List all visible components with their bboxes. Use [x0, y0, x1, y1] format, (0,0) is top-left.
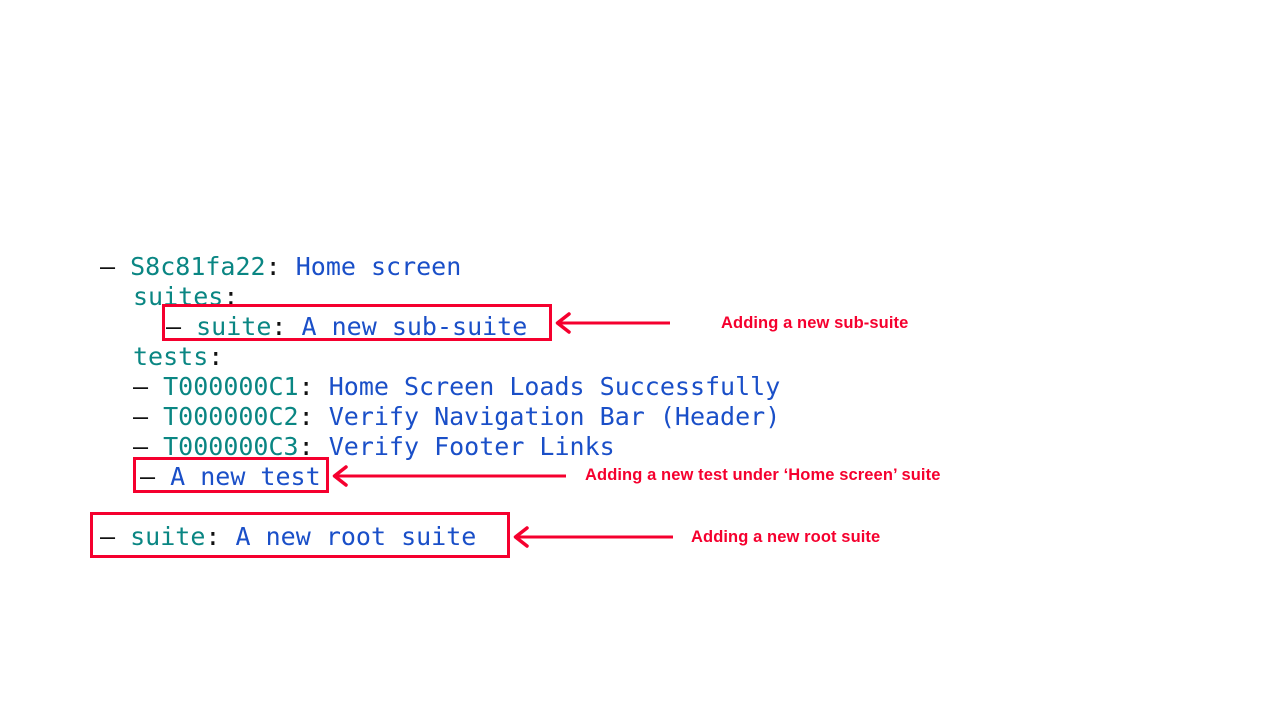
- tree-line-root-suite-home-screen: – S8c81fa22: Home screen: [100, 252, 461, 282]
- tree-line-colon: :: [208, 342, 224, 371]
- tree-line-key: T000000C3: [163, 432, 299, 461]
- tree-line-colon: :: [265, 252, 281, 281]
- arrow-left-icon: [555, 311, 670, 335]
- annotation-sub-suite-label: Adding a new sub-suite: [721, 314, 909, 332]
- tree-line-value: Home screen: [295, 252, 462, 281]
- tree-line-colon: :: [298, 432, 314, 461]
- tree-line-test-c3: – T000000C3: Verify Footer Links: [133, 432, 615, 462]
- tree-line-colon: :: [298, 402, 314, 431]
- tree-line-key: suite: [130, 522, 206, 551]
- annotation-root-suite-label: Adding a new root suite: [691, 528, 881, 546]
- list-bullet-icon: –: [133, 372, 149, 401]
- tree-line-new-root-suite: – suite: A new root suite: [100, 522, 476, 552]
- annotation-new-test-label: Adding a new test under ‘Home screen’ su…: [585, 466, 941, 484]
- list-bullet-icon: –: [133, 432, 149, 461]
- tree-line-value: Verify Footer Links: [328, 432, 615, 461]
- tree-line-colon: :: [298, 372, 314, 401]
- list-bullet-icon: –: [140, 462, 156, 491]
- list-bullet-icon: –: [100, 522, 116, 551]
- tree-line-test-c2: – T000000C2: Verify Navigation Bar (Head…: [133, 402, 780, 432]
- highlight-new-sub-suite: [162, 304, 552, 341]
- tree-line-new-sub-suite: – suite: A new sub-suite: [166, 312, 527, 342]
- list-bullet-icon: –: [166, 312, 182, 341]
- tree-line-test-c1: – T000000C1: Home Screen Loads Successfu…: [133, 372, 780, 402]
- tree-line-key: T000000C2: [163, 402, 299, 431]
- tree-line-tests-key: tests:: [133, 342, 223, 372]
- tree-line-value: A new test: [170, 462, 321, 491]
- highlight-new-root-suite: [90, 512, 510, 558]
- arrow-left-icon: [332, 464, 566, 488]
- tree-line-value: A new root suite: [235, 522, 477, 551]
- tree-line-value: Verify Navigation Bar (Header): [328, 402, 781, 431]
- tree-line-colon: :: [205, 522, 221, 551]
- tree-line-key: tests: [133, 342, 209, 371]
- arrow-left-icon: [513, 525, 673, 549]
- highlight-new-test: [133, 457, 329, 493]
- tree-line-value: Home Screen Loads Successfully: [328, 372, 781, 401]
- tree-line-key: T000000C1: [163, 372, 299, 401]
- tree-line-new-test: – A new test: [140, 462, 321, 492]
- list-bullet-icon: –: [100, 252, 116, 281]
- list-bullet-icon: –: [133, 402, 149, 431]
- tree-line-value: A new sub-suite: [301, 312, 528, 341]
- tree-line-key: suite: [196, 312, 272, 341]
- tree-line-colon: :: [271, 312, 287, 341]
- tree-line-colon: :: [223, 282, 239, 311]
- tree-line-key: S8c81fa22: [130, 252, 266, 281]
